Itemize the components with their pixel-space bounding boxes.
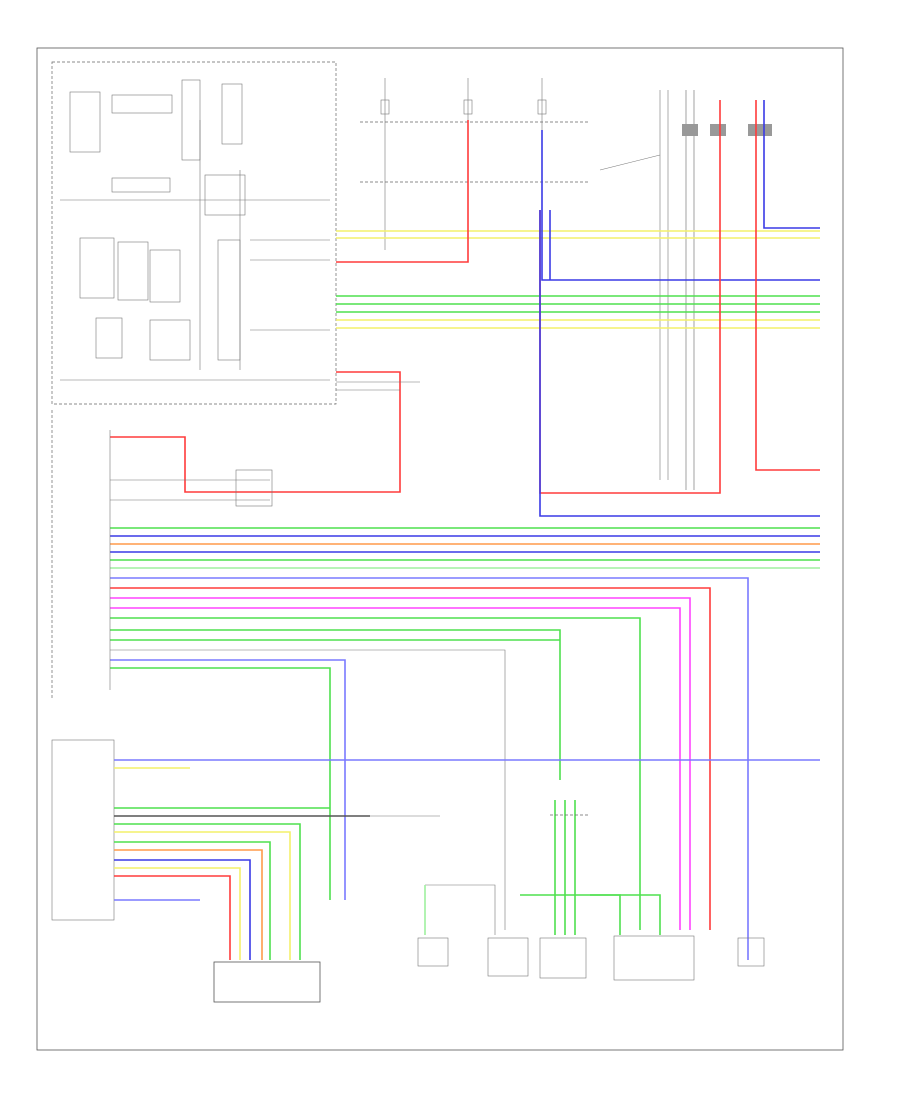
- lower-ecu-box: [51, 739, 115, 921]
- control-module-box: [51, 61, 337, 405]
- mid-connector: [110, 469, 273, 507]
- top-right-connectors: [659, 90, 772, 490]
- lower-components: [213, 800, 765, 1003]
- control-module-internals: [60, 79, 330, 381]
- upper-harness: [110, 100, 820, 517]
- left-pin-strip: [51, 410, 111, 700]
- fuse-group: [360, 78, 661, 250]
- diagram-frame: [36, 47, 844, 1051]
- main-bus: [110, 527, 820, 960]
- lower-harness: [114, 759, 820, 960]
